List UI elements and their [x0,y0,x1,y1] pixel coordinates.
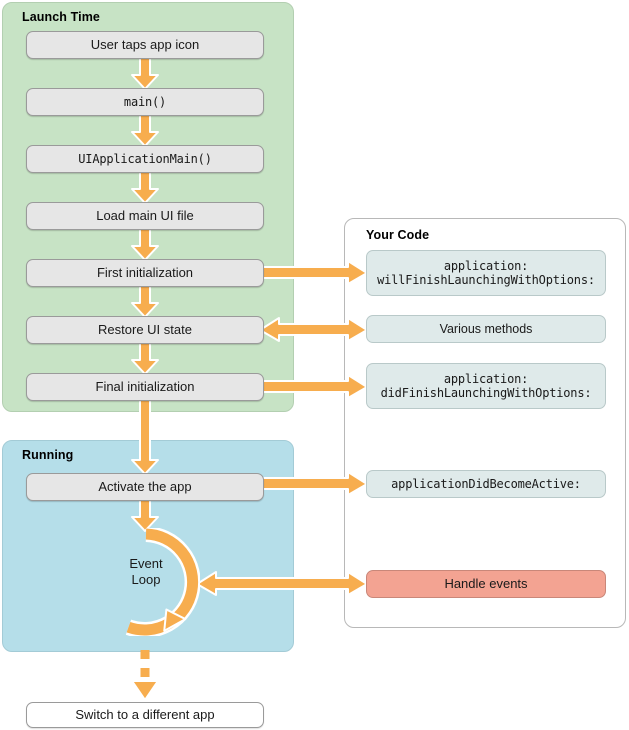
step-first-initialization-label: First initialization [96,265,194,281]
step-activate-the-app[interactable]: Activate the app [26,473,264,501]
arrow-down-to-running [131,398,159,475]
step-uiapplicationmain[interactable]: UIApplicationMain() [26,145,264,173]
panel-running-title: Running [22,448,74,462]
step-user-taps-app-icon-label: User taps app icon [90,37,200,53]
code-will-finish-line-1: application: [443,258,529,273]
code-application-did-become-active[interactable]: applicationDidBecomeActive: [366,470,606,498]
step-restore-ui-state[interactable]: Restore UI state [26,316,264,344]
event-loop-ring-icon [92,526,201,638]
code-will-finish-line-2: willFinishLaunchingWithOptions: [377,273,595,287]
step-main-label: main() [123,94,167,109]
step-first-initialization[interactable]: First initialization [26,259,264,287]
step-load-main-ui-file[interactable]: Load main UI file [26,202,264,230]
step-restore-ui-state-label: Restore UI state [98,322,192,338]
event-loop-line-1: Event [129,556,163,571]
code-various-methods-label: Various methods [439,321,533,336]
step-switch-to-a-different-app-label: Switch to a different app [75,707,215,723]
arrow-down-4 [131,227,159,261]
code-application-did-finish-launching[interactable]: application: didFinishLaunchingWithOptio… [366,363,606,409]
arrow-down-to-event-loop [131,498,159,532]
code-did-finish-line-1: application: [443,371,529,386]
arrow-down-2 [131,113,159,147]
code-application-will-finish-launching[interactable]: application: willFinishLaunchingWithOpti… [366,250,606,296]
arrow-right-activate-the-app [261,471,368,496]
code-various-methods[interactable]: Various methods [366,315,606,343]
panel-your-code-title: Your Code [366,228,430,242]
arrow-down-5 [131,284,159,318]
code-handle-events-label: Handle events [444,576,528,592]
event-loop-label: Event Loop [92,556,200,589]
step-activate-the-app-label: Activate the app [98,479,192,495]
step-final-initialization-label: Final initialization [95,379,195,395]
arrow-down-6 [131,341,159,375]
arrow-bidirectional-restore-ui-state [259,317,368,342]
code-handle-events[interactable]: Handle events [366,570,606,598]
step-uiapplicationmain-label: UIApplicationMain() [78,151,212,166]
code-did-become-active-label: applicationDidBecomeActive: [391,476,581,491]
arrow-down-1 [131,56,159,90]
step-final-initialization[interactable]: Final initialization [26,373,264,401]
arrow-right-final-initialization [261,374,368,399]
code-did-finish-line-2: didFinishLaunchingWithOptions: [380,386,592,400]
arrow-down-3 [131,170,159,204]
arrow-dashed-switch-app [131,650,159,701]
step-load-main-ui-file-label: Load main UI file [96,208,194,224]
arrow-bidirectional-handle-events [196,571,368,596]
step-user-taps-app-icon[interactable]: User taps app icon [26,31,264,59]
step-switch-to-a-different-app[interactable]: Switch to a different app [26,702,264,728]
event-loop-line-2: Loop [131,572,161,588]
arrow-right-first-initialization [261,260,368,285]
panel-launch-time-title: Launch Time [22,10,100,24]
step-main[interactable]: main() [26,88,264,116]
